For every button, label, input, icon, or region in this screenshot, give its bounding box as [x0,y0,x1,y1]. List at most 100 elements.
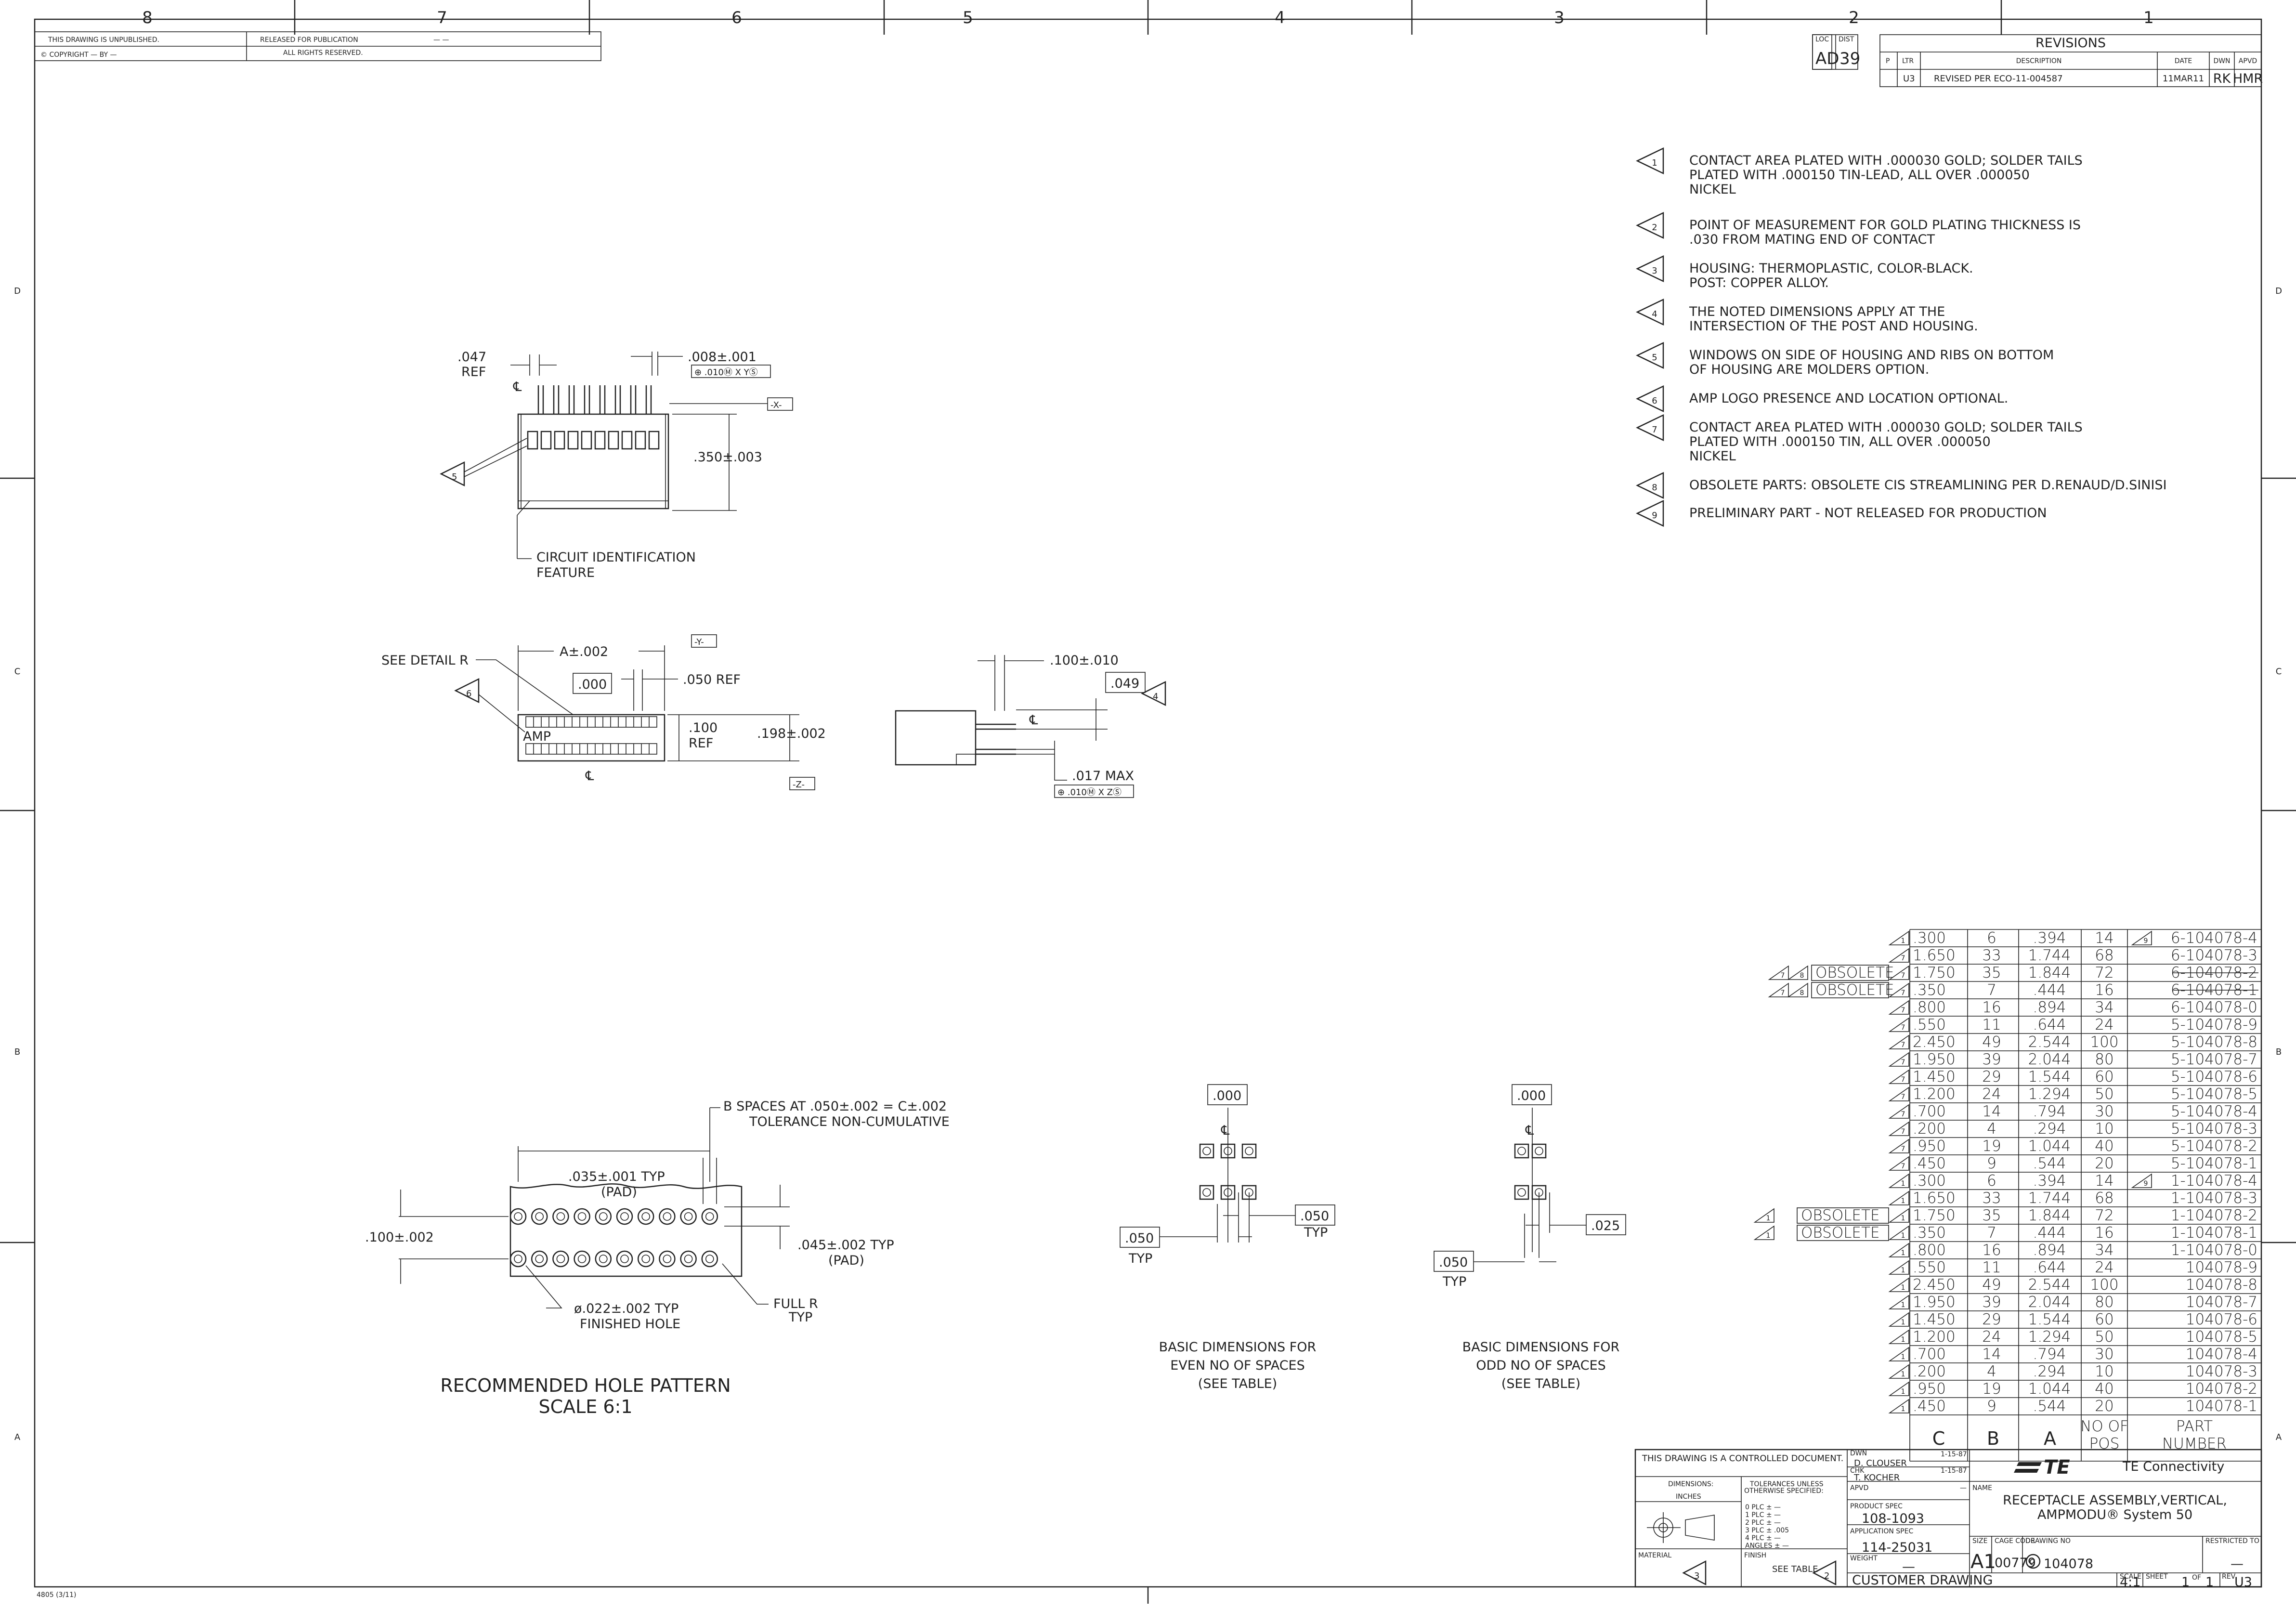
table-note-balloon [1888,1104,1909,1119]
hole-dim-2: FINISHED HOLE [580,1317,680,1332]
weight-label: WEIGHT [1850,1555,1878,1562]
dwgno-prefix: C [2029,1557,2035,1568]
dwgno-value: 104078 [2044,1557,2093,1571]
table-cell-pos: 50 [2095,1328,2113,1346]
table-cell-part: 5-104078-9 [2171,1016,2257,1033]
table-note-balloon [1888,1000,1909,1015]
scale-value: 4:1 [2120,1575,2140,1590]
table-cell-pos: 14 [2095,929,2113,947]
pad-outer [701,1208,718,1225]
note-line: OF HOUSING ARE MOLDERS OPTION. [1689,362,1929,377]
table-note-number: 1 [1901,1232,1905,1240]
top-view: AMP A±.002 -Y- SEE DETAIL R .000 .050 RE… [381,634,826,790]
table-cell-pos: 72 [2095,1207,2113,1224]
dwgno-label: DRAWING NO [2025,1537,2071,1545]
table-cell-c: .300 [1913,1172,1946,1190]
plc-line: 3 PLC ± .005 [1745,1527,1789,1534]
note-number: 5 [1652,353,1657,363]
table-note-balloon [1888,1329,1909,1344]
table-cell-pos: 16 [2095,1224,2113,1242]
plc-line: 1 PLC ± — [1745,1511,1781,1519]
table-note-number: 1 [1901,1180,1905,1188]
plc-line: 0 PLC ± — [1745,1504,1781,1511]
note-line: CONTACT AREA PLATED WITH .000030 GOLD; S… [1689,153,2083,168]
chk-date: 1-15-87 [1941,1467,1967,1475]
pad-outer [509,1208,527,1225]
table-cell-c: .550 [1913,1016,1946,1033]
note-line: NICKEL [1689,182,1736,197]
table-cell-pos: 34 [2095,1242,2113,1259]
table-cell-b: 14 [1982,1103,2001,1120]
odd-caption-3: (SEE TABLE) [1501,1376,1580,1391]
table-note-balloon [1888,982,1909,997]
hole-inner [705,1212,714,1221]
table-cell-b: 35 [1982,964,2001,981]
rights-text: ALL RIGHTS RESERVED. [283,49,363,57]
table-cell-c: 1.200 [1913,1328,1956,1346]
table-cell-part: 5-104078-5 [2171,1086,2257,1103]
table-cell-c: .950 [1913,1380,1946,1398]
dim-198: .198±.002 [757,726,826,741]
table-cell-b: 24 [1982,1328,2001,1346]
cage-label: CAGE CODE [1995,1537,2035,1545]
table-cell-pos: 60 [2095,1311,2113,1328]
table-cell-c: .200 [1913,1120,1946,1138]
table-note-balloon [1888,1208,1909,1223]
note-line: NICKEL [1689,449,1736,464]
table-note-number: 7 [1901,1041,1905,1049]
note-number: 7 [1652,425,1657,435]
dim-017-max: .017 MAX [1072,769,1134,784]
table-cell-c: 1.450 [1913,1068,1956,1086]
obsolete-note-balloon [1753,1225,1774,1240]
table-cell-a: .644 [2033,1259,2066,1276]
pad-outer [531,1208,548,1225]
note-balloon-6 [454,678,480,704]
note-line: .030 FROM MATING END OF CONTACT [1689,232,1935,247]
dim-350: .350±.003 [693,450,762,465]
obsolete-note-number: 1 [1766,1215,1771,1222]
pad-hole [1517,1147,1526,1155]
part-name-2: AMPMODU® System 50 [2037,1507,2192,1522]
restricted-label: RESTRICTED TO [2205,1537,2259,1545]
side-centerline: ℄ [1029,713,1038,728]
table-cell-pos: 14 [2095,1172,2113,1190]
pad-outer [637,1208,654,1225]
table-note-number: 1 [1901,1301,1905,1309]
preliminary-number: 9 [2144,937,2148,945]
table-cell-b: 9 [1987,1398,1996,1415]
amp-logo: AMP [523,729,551,744]
pad-outer [552,1250,569,1268]
table-note-number: 7 [1901,1163,1905,1170]
pad-square [1241,1143,1257,1159]
table-cell-a: 2.044 [2028,1051,2071,1068]
plc-line: 2 PLC ± — [1745,1519,1781,1527]
table-cell-pos: 24 [2095,1259,2113,1276]
even-caption-2: EVEN NO OF SPACES [1170,1358,1305,1373]
note-number: 1 [1652,158,1657,168]
table-cell-c: .200 [1913,1363,1946,1380]
table-cell-b: 7 [1987,1224,1996,1242]
of-label: OF [2192,1574,2201,1582]
table-cell-pos: 72 [2095,964,2113,981]
pad-hole [1224,1188,1232,1197]
hole-inner [641,1255,650,1263]
hole-dim-1: ø.022±.002 TYP [574,1301,678,1316]
table-note-number: 1 [1901,1371,1905,1378]
table-cell-pos: 100 [2090,1276,2118,1294]
note-number-balloon [1636,414,1664,441]
table-cell-a: 1.544 [2028,1311,2071,1328]
datum-z: -Z- [793,780,805,790]
material-label: MATERIAL [1638,1552,1671,1559]
table-cell-a: 1.844 [2028,1207,2071,1224]
zone-row-label-left: D [14,286,21,296]
dim-050-ref: .050 REF [683,672,741,687]
note-line: CONTACT AREA PLATED WITH .000030 GOLD; S… [1689,420,2083,435]
callout-circuit-2: FEATURE [536,565,595,580]
note-balloon-5 [440,461,465,487]
weight-value: — [1902,1559,1915,1574]
table-cell-pos: 24 [2095,1016,2113,1033]
table-cell-pos: 34 [2095,999,2113,1016]
restricted-value: — [2231,1557,2244,1571]
table-cell-a: .794 [2033,1346,2066,1363]
hole-inner [684,1255,693,1263]
